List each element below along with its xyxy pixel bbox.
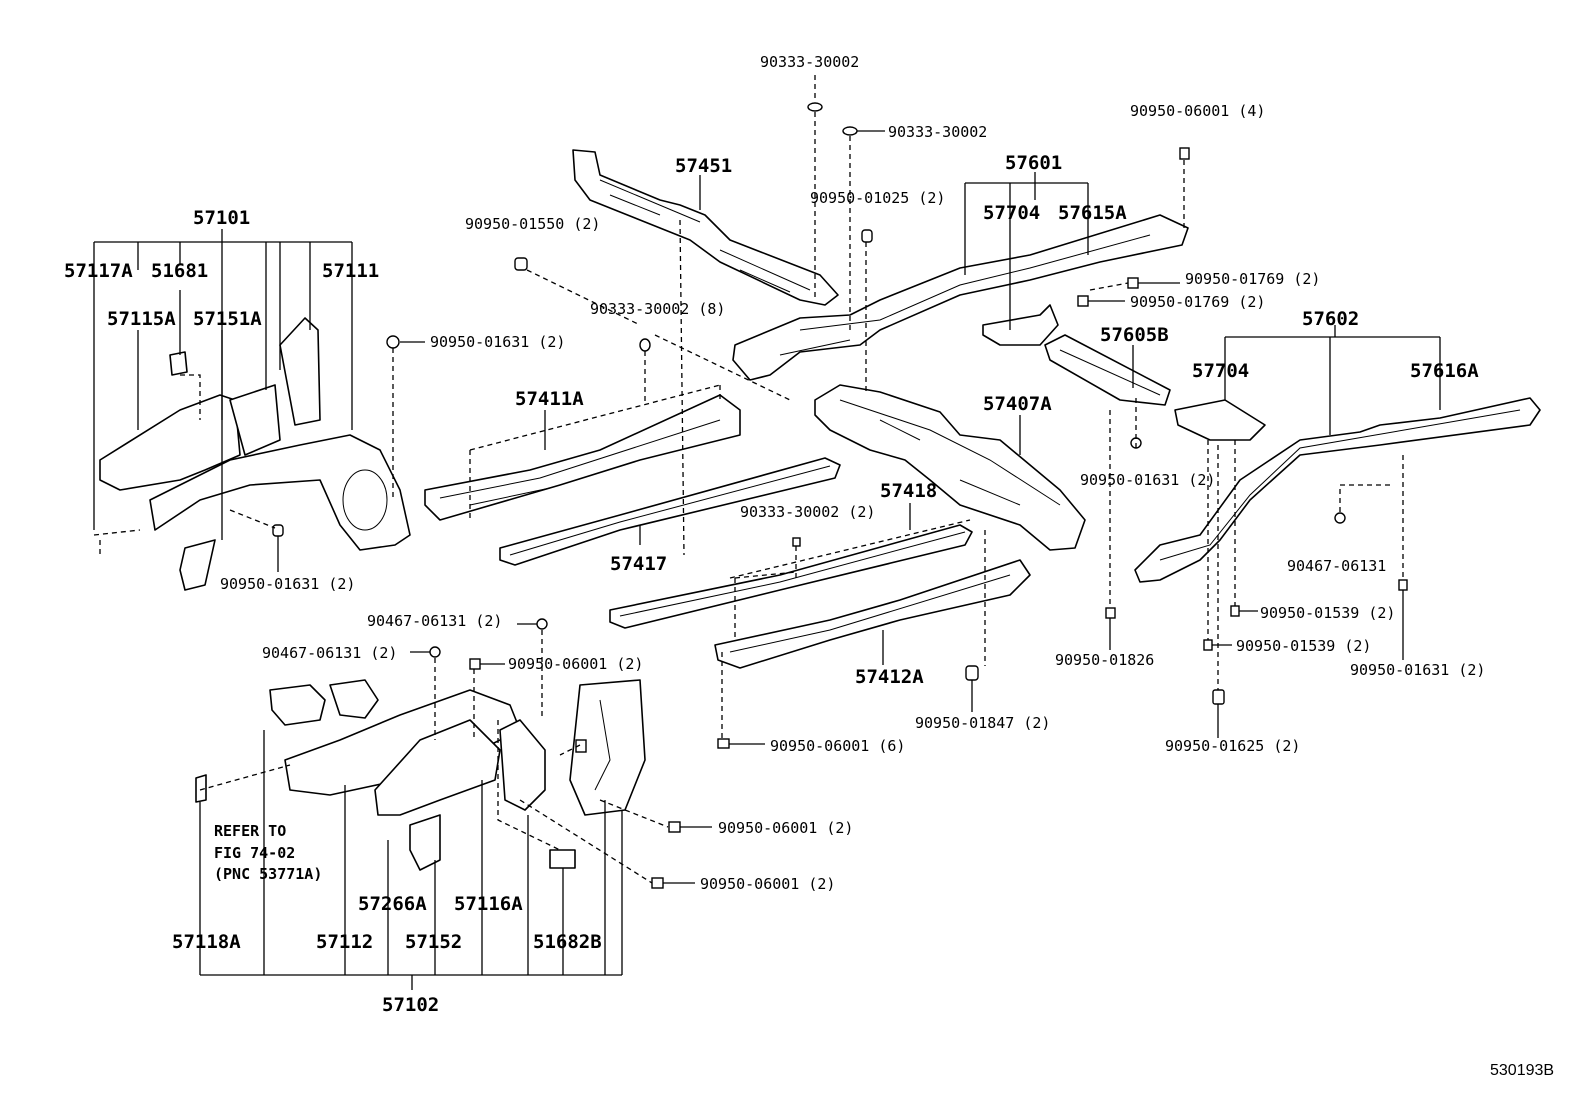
- label-90467-06131-b: 90467-06131 (2): [367, 612, 502, 630]
- label-90950-01539-a: 90950-01539 (2): [1260, 604, 1395, 622]
- label-90950-01826: 90950-01826: [1055, 651, 1154, 669]
- label-57152: 57152: [405, 931, 462, 953]
- refer-note-line2: FIG 74-02: [214, 844, 295, 862]
- refer-note-line1: REFER TO: [214, 822, 286, 840]
- label-57605B: 57605B: [1100, 324, 1169, 346]
- label-57151A: 57151A: [193, 308, 262, 330]
- label-90950-06001-2a: 90950-06001 (2): [508, 655, 643, 673]
- label-57117A: 57117A: [64, 260, 133, 282]
- label-90950-01631-a: 90950-01631 (2): [430, 333, 565, 351]
- figure-code: 530193B: [1490, 1062, 1554, 1079]
- leader-lines: [93, 130, 1441, 990]
- part-57601: [732, 214, 1189, 381]
- label-90950-01631-d: 90950-01631 (2): [1350, 661, 1485, 679]
- dashed-lines: [93, 75, 1404, 884]
- label-90333-30002-2: 90333-30002 (2): [740, 503, 875, 521]
- label-90950-01550: 90950-01550 (2): [465, 215, 600, 233]
- label-90950-01769-a: 90950-01769 (2): [1185, 270, 1320, 288]
- label-90950-01769-b: 90950-01769 (2): [1130, 293, 1265, 311]
- part-57602: [1134, 397, 1541, 583]
- label-57111: 57111: [322, 260, 379, 282]
- label-57412A: 57412A: [855, 666, 924, 688]
- part-57451: [572, 149, 839, 306]
- part-57407A: [814, 384, 1086, 551]
- part-57704-a: [982, 304, 1059, 346]
- part-57704-b: [1174, 399, 1266, 441]
- label-90950-01539-b: 90950-01539 (2): [1236, 637, 1371, 655]
- label-57411A: 57411A: [515, 388, 584, 410]
- label-51681: 51681: [151, 260, 208, 282]
- label-90467-06131-c: 90467-06131 (2): [262, 644, 397, 662]
- label-57118A: 57118A: [172, 931, 241, 953]
- part-57417: [499, 457, 841, 566]
- part-57102: [269, 679, 646, 871]
- part-57418: [609, 524, 973, 629]
- label-57615A: 57615A: [1058, 202, 1127, 224]
- label-57266A: 57266A: [358, 893, 427, 915]
- label-57417: 57417: [610, 553, 667, 575]
- part-57101: [99, 317, 411, 591]
- label-57112: 57112: [316, 931, 373, 953]
- label-51682B: 51682B: [533, 931, 602, 953]
- label-57115A: 57115A: [107, 308, 176, 330]
- label-57102: 57102: [382, 994, 439, 1016]
- part-57118A: [195, 774, 207, 803]
- label-90950-01631-b: 90950-01631 (2): [1080, 471, 1215, 489]
- label-57407A: 57407A: [983, 393, 1052, 415]
- label-90333-30002-8: 90333-30002 (8): [590, 300, 725, 318]
- part-57412A: [714, 559, 1031, 669]
- refer-note-line3: (PNC 53771A): [214, 865, 322, 883]
- part-57411A: [424, 394, 741, 521]
- label-57704-b: 57704: [1192, 360, 1249, 382]
- label-90333-30002-top: 90333-30002: [760, 53, 859, 71]
- label-90950-06001-6: 90950-06001 (6): [770, 737, 905, 755]
- fasteners: [272, 102, 1408, 889]
- label-90467-06131-a: 90467-06131: [1287, 557, 1386, 575]
- label-90950-06001-4: 90950-06001 (4): [1130, 102, 1265, 120]
- labels: 90333-30002 90333-30002 90950-06001 (4) …: [64, 53, 1554, 1079]
- label-57418: 57418: [880, 480, 937, 502]
- label-57101: 57101: [193, 207, 250, 229]
- part-57605B: [1044, 334, 1171, 406]
- label-90950-06001-2c: 90950-06001 (2): [700, 875, 835, 893]
- label-57704-a: 57704: [983, 202, 1040, 224]
- label-57116A: 57116A: [454, 893, 523, 915]
- label-90950-01847: 90950-01847 (2): [915, 714, 1050, 732]
- label-90333-30002-b: 90333-30002: [888, 123, 987, 141]
- label-57451: 57451: [675, 155, 732, 177]
- label-90950-01625: 90950-01625 (2): [1165, 737, 1300, 755]
- label-90950-06001-2b: 90950-06001 (2): [718, 819, 853, 837]
- label-57601: 57601: [1005, 152, 1062, 174]
- label-57602: 57602: [1302, 308, 1359, 330]
- label-90950-01631-c: 90950-01631 (2): [220, 575, 355, 593]
- label-57616A: 57616A: [1410, 360, 1479, 382]
- label-90950-01025: 90950-01025 (2): [810, 189, 945, 207]
